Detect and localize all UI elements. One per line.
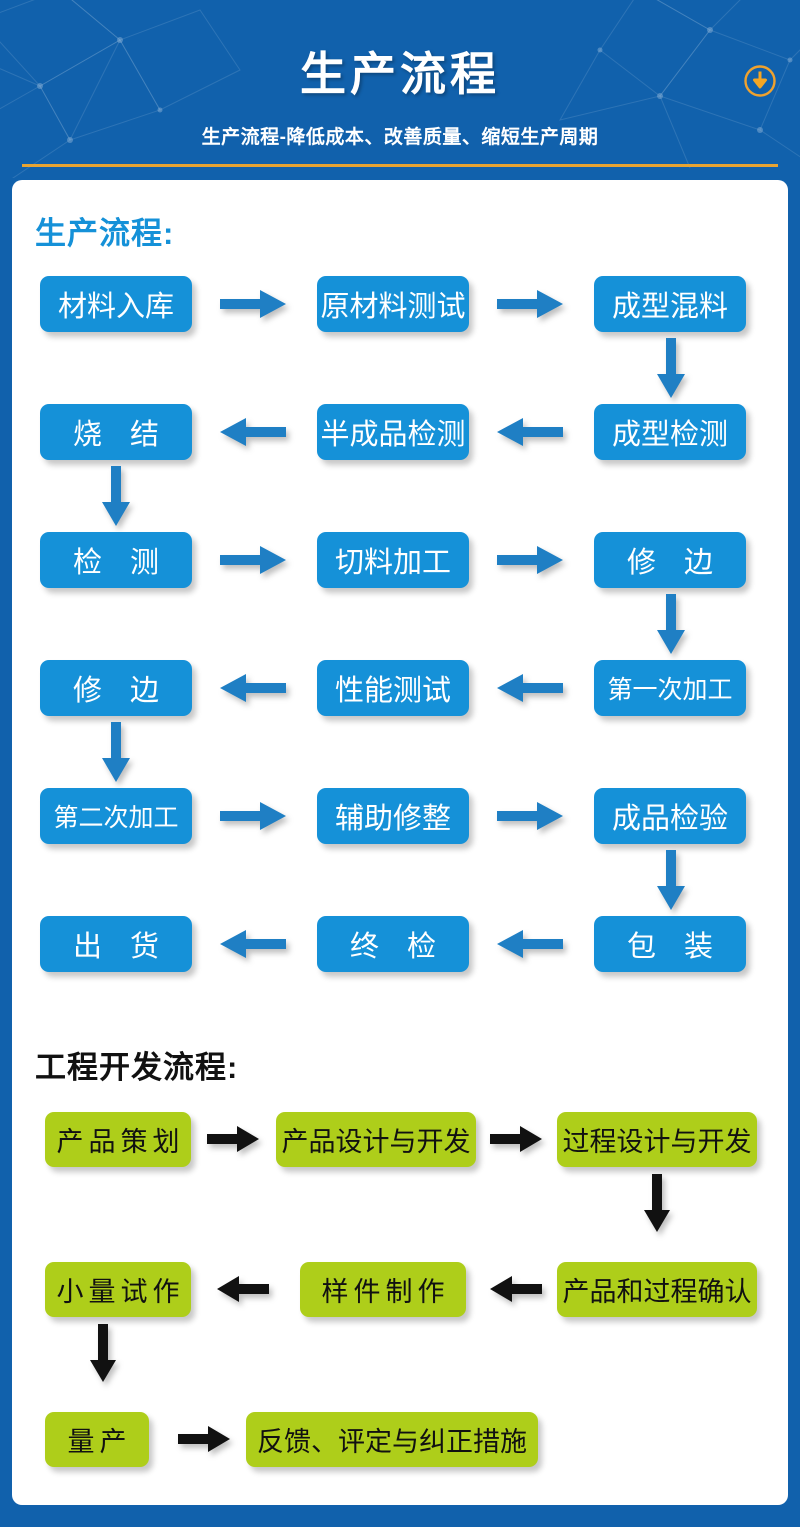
section-heading-production: 生产流程: xyxy=(35,216,175,251)
arrow-left-icon xyxy=(497,418,563,446)
arrow-right-icon xyxy=(178,1426,230,1452)
flow-node[interactable]: 修 边 xyxy=(40,660,192,716)
arrow-down-icon xyxy=(644,1174,670,1232)
arrow-down-icon xyxy=(657,850,685,910)
arrow-right-icon xyxy=(220,546,286,574)
flow-node[interactable]: 第二次加工 xyxy=(40,788,192,844)
arrow-right-icon xyxy=(220,802,286,830)
flow-card: 生产流程: 材料入库 原材料测试 成型混料 烧 结 半成品检测 成型检测 检 测 xyxy=(12,180,788,1505)
arrow-down-icon xyxy=(657,594,685,654)
flow-node[interactable]: 检 测 xyxy=(40,532,192,588)
flow-node-label: 样件制作 xyxy=(321,1277,450,1307)
arrow-left-icon xyxy=(497,674,563,702)
flow-node[interactable]: 产品策划 xyxy=(45,1112,191,1167)
arrow-left-icon xyxy=(220,674,286,702)
arrow-down-icon xyxy=(90,1324,116,1382)
flow-node[interactable]: 包 装 xyxy=(594,916,746,972)
network-pattern-background xyxy=(0,0,800,178)
flow-node-label: 检 测 xyxy=(72,547,170,579)
flow-node[interactable]: 过程设计与开发 xyxy=(557,1112,757,1167)
flow-node[interactable]: 产品和过程确认 xyxy=(557,1262,757,1317)
flow-node-label: 小量试作 xyxy=(56,1277,185,1307)
arrow-down-icon xyxy=(102,722,130,782)
flow-node-label: 量产 xyxy=(67,1427,132,1457)
flow-node-label: 出 货 xyxy=(72,931,170,963)
arrow-left-icon xyxy=(220,418,286,446)
flow-node[interactable]: 小量试作 xyxy=(45,1262,191,1317)
arrow-right-icon xyxy=(207,1126,259,1152)
flow-node[interactable]: 辅助修整 xyxy=(317,788,469,844)
flow-node[interactable]: 性能测试 xyxy=(317,660,469,716)
header-divider xyxy=(22,164,778,167)
flow-node[interactable]: 成型混料 xyxy=(594,276,746,332)
flow-node[interactable]: 原材料测试 xyxy=(317,276,469,332)
flow-node-label: 包 装 xyxy=(626,931,724,963)
flow-node[interactable]: 量产 xyxy=(45,1412,149,1467)
arrow-right-icon xyxy=(497,546,563,574)
flow-node[interactable]: 反馈、评定与纠正措施 xyxy=(246,1412,538,1467)
flow-node[interactable]: 第一次加工 xyxy=(594,660,746,716)
flow-node[interactable]: 产品设计与开发 xyxy=(276,1112,476,1167)
flow-node[interactable]: 切料加工 xyxy=(317,532,469,588)
arrow-right-icon xyxy=(490,1126,542,1152)
flow-node-label: 修 边 xyxy=(72,675,170,707)
download-circle-icon[interactable] xyxy=(743,64,777,98)
arrow-right-icon xyxy=(497,802,563,830)
arrow-down-icon xyxy=(657,338,685,398)
page-subtitle: 生产流程-降低成本、改善质量、缩短生产周期 xyxy=(201,127,599,148)
arrow-left-icon xyxy=(217,1276,269,1302)
flow-node-label: 终 检 xyxy=(349,931,447,963)
flow-node[interactable]: 烧 结 xyxy=(40,404,192,460)
arrow-right-icon xyxy=(497,290,563,318)
arrow-left-icon xyxy=(497,930,563,958)
flow-node[interactable]: 出 货 xyxy=(40,916,192,972)
flow-node-label: 产品策划 xyxy=(56,1127,185,1157)
flow-node-label: 烧 结 xyxy=(72,419,170,451)
flow-node-label: 修 边 xyxy=(626,547,724,579)
flow-node[interactable]: 成型检测 xyxy=(594,404,746,460)
section-heading-engineering: 工程开发流程: xyxy=(35,1050,239,1085)
arrow-left-icon xyxy=(220,930,286,958)
flow-node[interactable]: 样件制作 xyxy=(300,1262,466,1317)
page-header: 生产流程 生产流程-降低成本、改善质量、缩短生产周期 xyxy=(0,0,800,178)
flow-node[interactable]: 终 检 xyxy=(317,916,469,972)
flow-node[interactable]: 材料入库 xyxy=(40,276,192,332)
flow-node[interactable]: 成品检验 xyxy=(594,788,746,844)
flow-node[interactable]: 半成品检测 xyxy=(317,404,469,460)
arrow-left-icon xyxy=(490,1276,542,1302)
arrow-down-icon xyxy=(102,466,130,526)
page-title: 生产流程 xyxy=(300,48,500,100)
arrow-right-icon xyxy=(220,290,286,318)
flow-node[interactable]: 修 边 xyxy=(594,532,746,588)
